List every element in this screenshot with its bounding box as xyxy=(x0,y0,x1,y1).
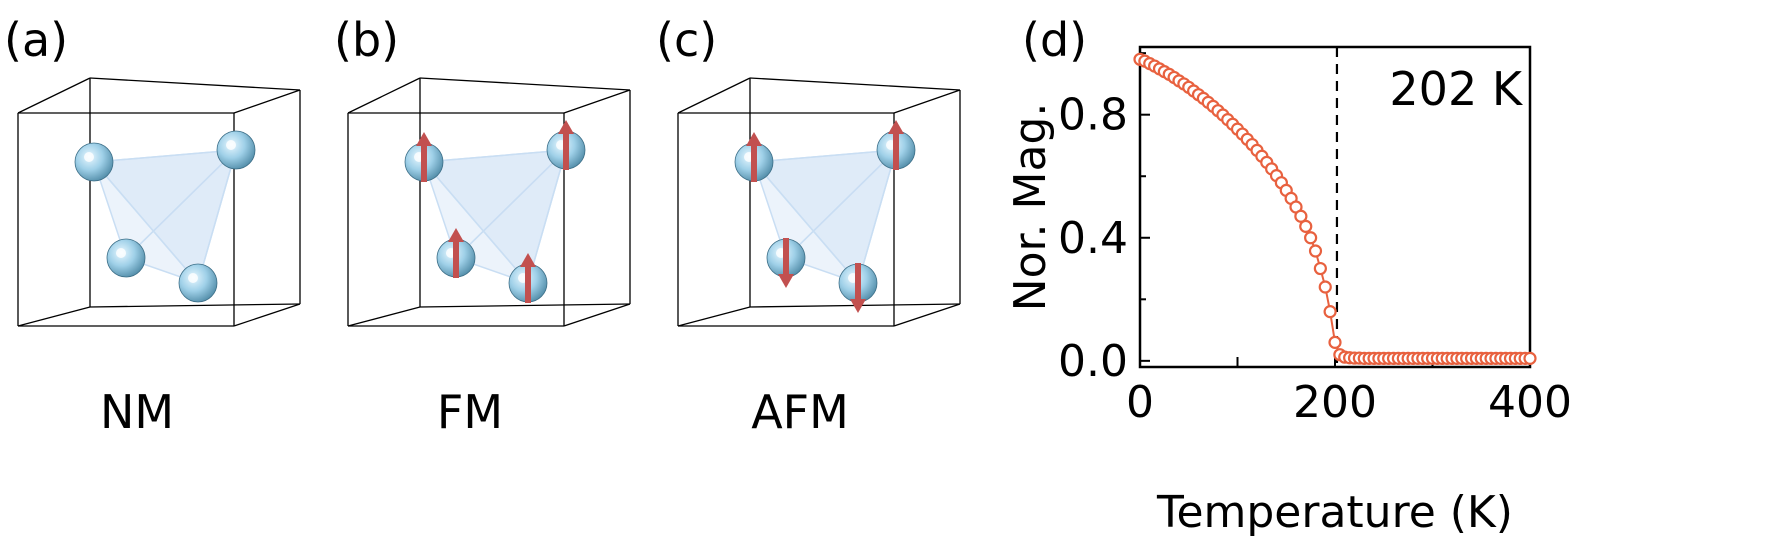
data-point xyxy=(1299,219,1313,233)
atom xyxy=(74,142,114,182)
tetrahedron xyxy=(422,147,569,285)
cube-edge xyxy=(419,303,631,308)
spin-up-arrow-head xyxy=(520,253,536,267)
cube-edge xyxy=(749,77,961,91)
x-tick-label: 400 xyxy=(1488,377,1572,428)
tetra-edge xyxy=(423,161,529,284)
cube-edge xyxy=(233,89,301,114)
panel-tag: (a) xyxy=(4,13,68,67)
panel-caption: AFM xyxy=(751,385,849,439)
data-point xyxy=(1304,231,1318,245)
panel-tag: (d) xyxy=(1022,13,1087,67)
series-points xyxy=(1133,52,1537,365)
data-point xyxy=(1294,209,1308,223)
spin-down-arrow-head xyxy=(850,299,866,313)
data-point xyxy=(1313,261,1327,276)
x-tick-label: 200 xyxy=(1293,377,1377,428)
panel-tag: (c) xyxy=(656,13,717,67)
data-point xyxy=(1328,335,1342,349)
x-tick-label: 0 xyxy=(1126,377,1154,428)
atoms-group xyxy=(74,130,256,303)
atoms-group xyxy=(404,120,586,303)
cube-edge xyxy=(17,77,91,114)
x-axis-label: Temperature (K) xyxy=(1156,487,1513,538)
data-point xyxy=(1318,280,1332,294)
cube-edge xyxy=(233,303,301,327)
unit-cell-box xyxy=(347,77,631,327)
spin-up-arrow-head xyxy=(558,120,574,134)
panel-tag: (b) xyxy=(334,13,399,67)
spin-up-arrow-head xyxy=(888,120,904,134)
cube-edge xyxy=(89,303,301,308)
y-axis-label: Nor. Mag. xyxy=(1005,103,1056,312)
tetra-edge xyxy=(93,161,199,284)
atom-highlight xyxy=(116,248,126,258)
cube-edge xyxy=(347,306,421,327)
spin-up-arrow-head xyxy=(448,228,464,242)
spin-down-arrow-head xyxy=(778,274,794,288)
cube-edge xyxy=(89,77,301,91)
atom-highlight xyxy=(84,152,94,162)
axis-ticks: 0 200 400 0.0 0.4 0.8 xyxy=(1058,52,1572,428)
tetra-edge xyxy=(753,161,859,284)
tetrahedron xyxy=(752,147,899,285)
data-point xyxy=(1323,305,1337,319)
y-tick-label: 0.4 xyxy=(1058,213,1128,264)
y-tick-label: 0.8 xyxy=(1058,90,1128,141)
spin-up-arrow-head xyxy=(416,132,432,146)
tc-annotation: 202 K xyxy=(1389,62,1523,116)
atom-highlight xyxy=(188,273,198,283)
panel-b-fm: (b) FM xyxy=(334,13,631,439)
cube-edge xyxy=(17,306,91,327)
cube-edge xyxy=(677,77,751,114)
cube-edge xyxy=(893,303,961,327)
spin-up-arrow-head xyxy=(746,132,762,146)
panel-caption: FM xyxy=(437,385,503,439)
cube-edge xyxy=(563,303,631,327)
atom xyxy=(106,238,146,278)
magnetization-chart: (d) 0 200 400 0.0 0.4 0.8 202 K Nor. Mag. Tem… xyxy=(1005,13,1572,538)
atom xyxy=(216,130,256,170)
data-point xyxy=(1308,244,1323,258)
atom-highlight xyxy=(226,140,236,150)
tetrahedron xyxy=(92,147,239,285)
atoms-group xyxy=(734,120,916,313)
cube-edge xyxy=(419,77,631,91)
cube-edge xyxy=(677,306,751,327)
cube-edge xyxy=(347,77,421,114)
y-tick-label: 0.0 xyxy=(1058,336,1128,387)
cube-edge xyxy=(563,89,631,114)
data-point xyxy=(1523,351,1537,365)
cube-edge xyxy=(893,89,961,114)
panel-c-afm: (c) AFM xyxy=(656,13,961,439)
panel-caption: NM xyxy=(100,385,174,439)
atom xyxy=(178,263,218,303)
panel-a-nm: (a) NM xyxy=(4,13,301,439)
